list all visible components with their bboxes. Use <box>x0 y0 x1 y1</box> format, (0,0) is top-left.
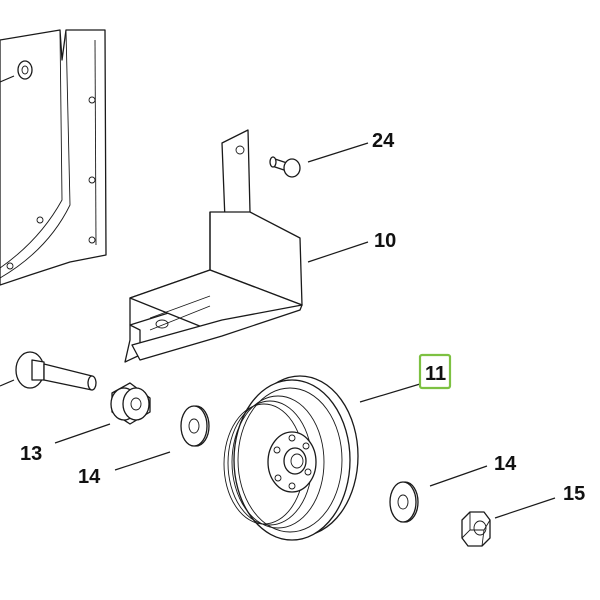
callout-13: 13 <box>20 443 42 465</box>
callout-14-right: 14 <box>494 453 517 475</box>
leader-14-left <box>114 451 171 471</box>
leader-10 <box>307 241 369 263</box>
callout-15: 15 <box>563 483 585 505</box>
carriage-bolt <box>0 351 97 391</box>
small-washer-top <box>0 60 33 83</box>
leader-24 <box>307 142 369 163</box>
leader-15 <box>494 497 556 519</box>
housing-plate <box>0 29 107 286</box>
callout-11: 11 <box>425 363 446 385</box>
hex-nut-15 <box>461 511 491 547</box>
leader-13 <box>54 423 111 444</box>
callout-10: 10 <box>374 230 396 252</box>
pulley-11 <box>223 375 359 541</box>
leader-14-right <box>429 465 488 487</box>
leader-11 <box>359 383 421 403</box>
bracket-10 <box>124 129 303 363</box>
washer-14-left <box>180 405 210 447</box>
callout-14-left: 14 <box>78 466 101 488</box>
bolt-24 <box>269 156 301 178</box>
highlight-box-11 <box>418 353 452 390</box>
washer-14-right <box>389 481 419 523</box>
callout-24: 24 <box>372 130 395 152</box>
spacer-13 <box>110 382 151 425</box>
